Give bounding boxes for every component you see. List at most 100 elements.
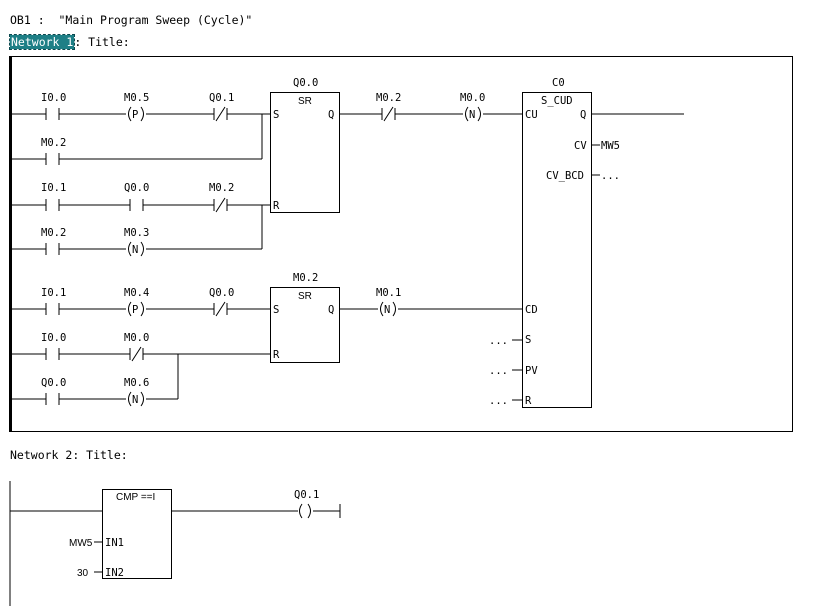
block-comment: "Main Program Sweep (Cycle)"	[58, 13, 253, 27]
contact-nc[interactable]	[213, 301, 228, 317]
output-coil[interactable]: Q0.1	[294, 489, 341, 519]
edge-p-label: P	[132, 304, 138, 316]
rung-sr1-output: N M0.2 M0.0	[340, 92, 522, 122]
contact-label: M0.4	[124, 287, 149, 299]
counter-cu: CU	[525, 109, 538, 121]
sr2-q: Q	[328, 304, 334, 316]
sr1-q: Q	[328, 109, 334, 121]
contact-nc[interactable]	[213, 106, 228, 122]
contact-label: M0.2	[209, 182, 234, 194]
rung-row-6: I0.0 M0.0	[11, 332, 270, 362]
cv-value: MW5	[601, 140, 620, 152]
sr1-type: SR	[298, 96, 312, 107]
counter-cv: CV	[574, 140, 587, 152]
sr-flipflop-1[interactable]: Q0.0 SR S R Q	[270, 77, 340, 213]
counter-operand: C0	[552, 77, 565, 89]
contact-no[interactable]	[45, 199, 60, 211]
contact-label: M0.2	[376, 92, 401, 104]
in1-value: MW5	[69, 538, 93, 549]
network-1-label[interactable]: Network 1	[8, 34, 76, 50]
network-1-header[interactable]: Network 1: Title:	[8, 34, 130, 50]
counter-connections: MW5 ... ... ... ...	[489, 113, 684, 407]
contact-label: M0.3	[124, 227, 149, 239]
rung-row-5: P I0.1 M0.4 Q0.0	[11, 287, 270, 317]
block-header: OB1 : "Main Program Sweep (Cycle)"	[10, 13, 252, 27]
rung-row-2: M0.2	[11, 114, 263, 165]
contact-no[interactable]	[45, 348, 60, 360]
rung-row-4: N M0.2 M0.3	[11, 205, 263, 257]
contact-no[interactable]	[45, 393, 60, 405]
rung-sr2-output: N M0.1	[340, 287, 522, 317]
sr1-r: R	[273, 200, 280, 212]
contact-label: I0.0	[41, 92, 66, 104]
contact-label: Q0.0	[124, 182, 149, 194]
contact-n[interactable]: N	[380, 301, 396, 317]
cmp-type: CMP ==I	[116, 492, 155, 503]
contact-n[interactable]: N	[128, 241, 144, 257]
contact-p[interactable]: P	[128, 301, 144, 317]
rung-row-1: P I0.0 M0.5 Q0.1	[11, 92, 270, 122]
contact-label: M0.2	[41, 227, 66, 239]
contact-no[interactable]	[45, 303, 60, 315]
contact-p[interactable]: P	[128, 106, 144, 122]
contact-nc[interactable]	[213, 197, 228, 213]
contact-label: Q0.1	[209, 92, 234, 104]
compare-int-box[interactable]: CMP ==I IN1 IN2	[102, 489, 172, 580]
cv-bcd-value: ...	[601, 170, 620, 182]
contact-n[interactable]: N	[128, 391, 144, 407]
contact-no[interactable]	[45, 108, 60, 120]
in2-value: 30	[77, 568, 89, 579]
sr1-s: S	[273, 109, 279, 121]
contact-no[interactable]	[45, 153, 60, 165]
contact-nc[interactable]	[129, 346, 144, 362]
network-1-title: : Title:	[74, 35, 130, 49]
counter-type: S_CUD	[541, 95, 573, 107]
sr2-type: SR	[298, 291, 312, 302]
cmp-in1: IN1	[105, 537, 124, 549]
r-value: ...	[489, 395, 508, 407]
rung-row-7: N Q0.0 M0.6	[11, 354, 179, 407]
contact-label: I0.1	[41, 182, 66, 194]
counter-cd: CD	[525, 304, 538, 316]
network-2-label[interactable]: Network 2	[10, 448, 73, 462]
s-value: ...	[489, 335, 508, 347]
sr2-s: S	[273, 304, 279, 316]
sr-flipflop-2[interactable]: M0.2 SR S R Q	[270, 272, 340, 363]
network-2-title: : Title:	[72, 448, 128, 462]
cmp-in2: IN2	[105, 567, 124, 579]
counter-pv: PV	[525, 365, 538, 377]
contact-label: M0.2	[41, 137, 66, 149]
counter-r: R	[525, 395, 532, 407]
pv-value: ...	[489, 365, 508, 377]
contact-nc[interactable]	[381, 106, 396, 122]
sr1-operand: Q0.0	[293, 77, 318, 89]
coil-label: Q0.1	[294, 489, 319, 501]
counter-s-cud[interactable]: C0 S_CUD CU CD S PV R Q CV CV_BCD	[522, 77, 592, 408]
edge-n-label: N	[132, 244, 138, 256]
sr2-r: R	[273, 349, 280, 361]
contact-label: M0.1	[376, 287, 401, 299]
edge-n-label: N	[384, 304, 390, 316]
contact-no[interactable]	[45, 243, 60, 255]
network-1-frame	[9, 56, 793, 432]
sr2-operand: M0.2	[293, 272, 318, 284]
contact-n[interactable]: N	[465, 106, 481, 122]
compare-connections: MW5 30	[69, 510, 298, 579]
block-name: OB1 :	[10, 13, 45, 27]
contact-no[interactable]	[129, 199, 144, 211]
contact-label: I0.0	[41, 332, 66, 344]
contact-label: M0.6	[124, 377, 149, 389]
contact-label: M0.5	[124, 92, 149, 104]
contact-label: Q0.0	[41, 377, 66, 389]
counter-cv-bcd: CV_BCD	[546, 170, 584, 182]
rung-row-3: I0.1 Q0.0 M0.2	[11, 182, 270, 213]
contact-label: M0.0	[460, 92, 485, 104]
edge-n-label: N	[132, 394, 138, 406]
edge-p-label: P	[132, 109, 138, 121]
contact-label: I0.1	[41, 287, 66, 299]
counter-q: Q	[580, 109, 586, 121]
network-2-header[interactable]: Network 2: Title:	[10, 448, 128, 462]
counter-s: S	[525, 334, 531, 346]
contact-label: Q0.0	[209, 287, 234, 299]
